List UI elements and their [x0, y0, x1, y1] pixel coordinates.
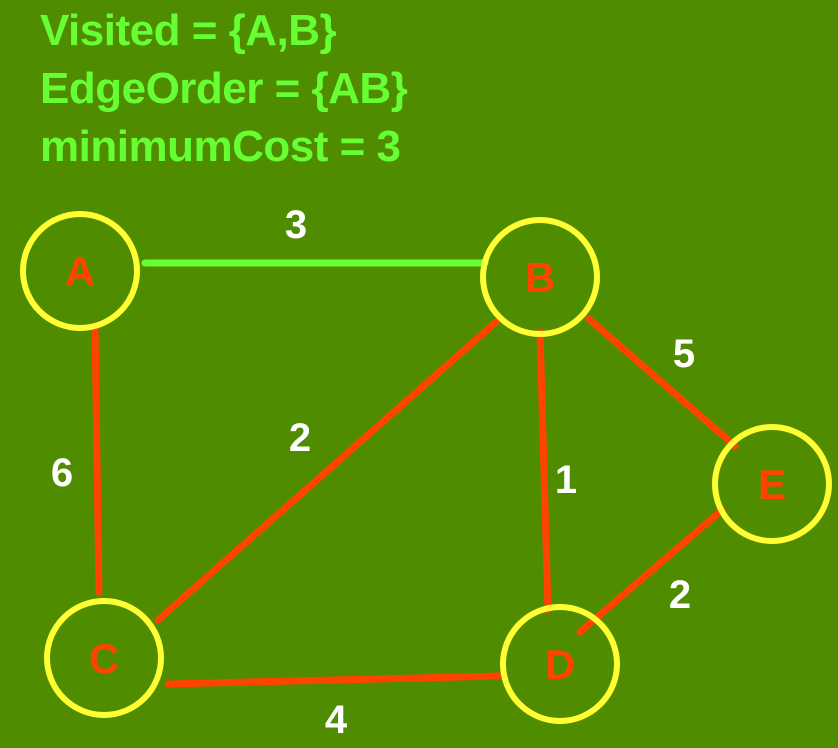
edge-weight-b-d: 1	[555, 458, 577, 502]
node-a: A	[20, 211, 140, 331]
edge-weight-a-b: 3	[285, 203, 307, 247]
edge-weight-b-e: 5	[673, 332, 695, 376]
algorithm-status: Visited = {A,B} EdgeOrder = {AB} minimum…	[40, 2, 408, 176]
node-circle-c	[44, 598, 164, 718]
edge-b-e	[585, 315, 739, 450]
node-c: C	[44, 598, 164, 718]
node-label-d: D	[545, 641, 575, 688]
node-label-e: E	[758, 461, 786, 508]
edge-weight-d-e: 2	[669, 573, 691, 617]
edge-d-e	[576, 506, 726, 636]
node-circle-e	[712, 424, 832, 544]
edge-b-d	[536, 328, 552, 614]
visited-set-text: Visited = {A,B}	[40, 6, 337, 55]
node-circle-b	[480, 217, 600, 337]
node-b: B	[480, 217, 600, 337]
nodes-layer: A B C D E	[20, 211, 832, 724]
edge-weight-a-c: 6	[51, 451, 73, 495]
node-label-b: B	[525, 254, 555, 301]
edge-weight-c-d: 4	[325, 698, 348, 742]
node-label-a: A	[65, 248, 95, 295]
node-e: E	[712, 424, 832, 544]
edge-a-c	[91, 322, 103, 596]
minimum-cost-text: minimumCost = 3	[40, 122, 401, 171]
node-circle-d	[500, 604, 620, 724]
edge-c-d	[164, 672, 504, 688]
edge-weight-b-c: 2	[289, 416, 311, 460]
edges-layer	[91, 259, 739, 688]
node-label-c: C	[89, 635, 119, 682]
edge-weights-layer: 3 6 2 1 5 4 2	[51, 203, 695, 742]
node-d: D	[500, 604, 620, 724]
node-circle-a	[20, 211, 140, 331]
edge-b-c	[154, 318, 500, 624]
edge-order-text: EdgeOrder = {AB}	[40, 64, 408, 113]
